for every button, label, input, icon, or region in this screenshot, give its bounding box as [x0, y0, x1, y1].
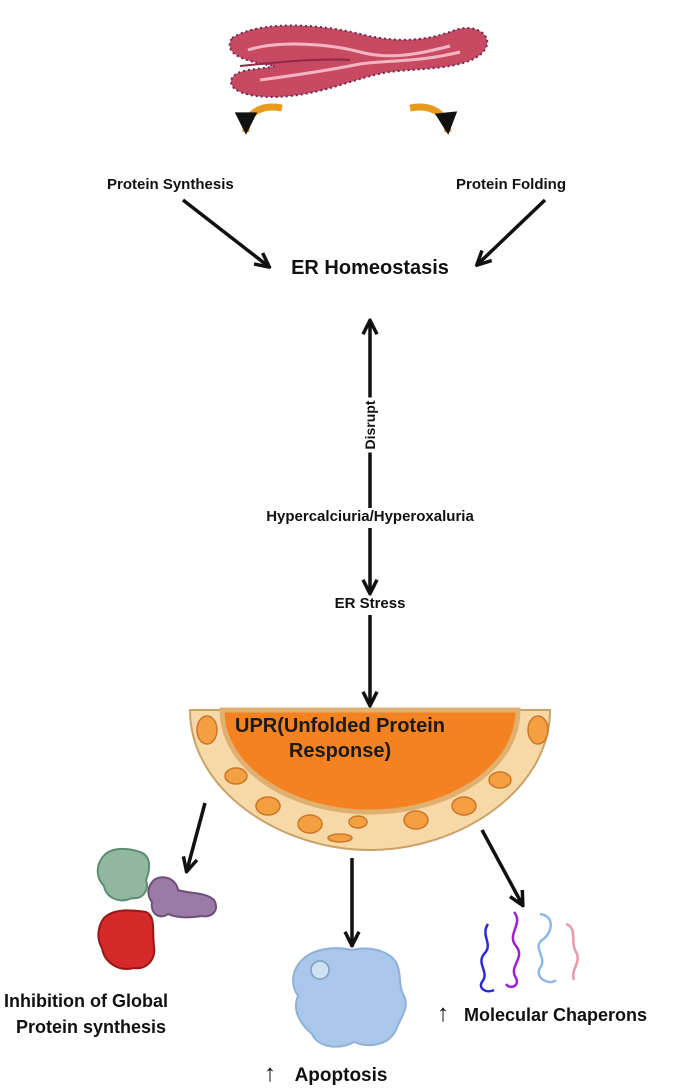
apoptotic-cell-body [292, 947, 407, 1048]
label-chaperons: Molecular Chaperons [464, 1005, 648, 1025]
label-protein-folding: Protein Folding [456, 176, 566, 193]
label-hypercalciuria: Hypercalciuria/Hyperoxaluria [262, 508, 478, 525]
label-disrupt: Disrupt [362, 397, 378, 453]
label-upr: UPR(Unfolded Protein Response) [225, 714, 455, 764]
protein-blob-purple [147, 876, 218, 919]
chaperon-strands [479, 911, 579, 993]
er-cisterna-band-3 [239, 58, 351, 67]
curved-arrow-left [234, 103, 283, 135]
upr-vesicles [196, 715, 549, 843]
label-upr-line2: Response) [288, 740, 392, 762]
chaperon-strand-pink [565, 922, 579, 981]
label-inhibition-line2: Protein synthesis [16, 1017, 167, 1037]
er-cisterna-outer [228, 24, 489, 99]
label-apoptosis: Apoptosis [294, 1065, 388, 1086]
chaperon-strand-blue [479, 923, 495, 993]
label-er-stress: ER Stress [334, 595, 406, 612]
er-cisterna-band-2 [259, 50, 461, 82]
upr-cell [188, 707, 552, 852]
label-er-homeostasis: ER Homeostasis [291, 257, 449, 279]
label-chaperons-row: ↑ Molecular Chaperons [437, 1000, 647, 1028]
apoptotic-cell [292, 947, 407, 1048]
label-upr-line1: UPR(Unfolded Protein [235, 715, 445, 737]
upr-inner-core [219, 707, 521, 815]
protein-blobs [96, 847, 218, 970]
up-arrow-chaperons-icon: ↑ [437, 1000, 449, 1027]
er-illustration [228, 24, 489, 99]
chaperon-strand-lightblue [537, 912, 557, 984]
protein-blob-red [97, 909, 156, 970]
arrow-synthesis-to-homeostasis [181, 198, 268, 266]
chaperon-strand-purple [504, 911, 521, 989]
protein-blob-green [96, 847, 151, 902]
arrow-upr-to-chaperons [480, 829, 522, 904]
arrow-upr-to-inhibition [187, 802, 207, 870]
curved-arrows [234, 103, 458, 135]
curved-arrow-right [409, 103, 458, 135]
label-protein-synthesis: Protein Synthesis [107, 176, 234, 193]
label-inhibition: Inhibition of Global Protein synthesis [4, 988, 168, 1040]
er-cisterna-band-1 [247, 42, 451, 58]
apoptotic-nucleus [310, 960, 330, 980]
up-arrow-apoptosis-icon: ↑ [264, 1060, 276, 1087]
label-apoptosis-row: ↑ Apoptosis [264, 1060, 387, 1088]
label-inhibition-line1: Inhibition of Global [4, 991, 168, 1011]
arrow-folding-to-homeostasis [478, 198, 547, 264]
